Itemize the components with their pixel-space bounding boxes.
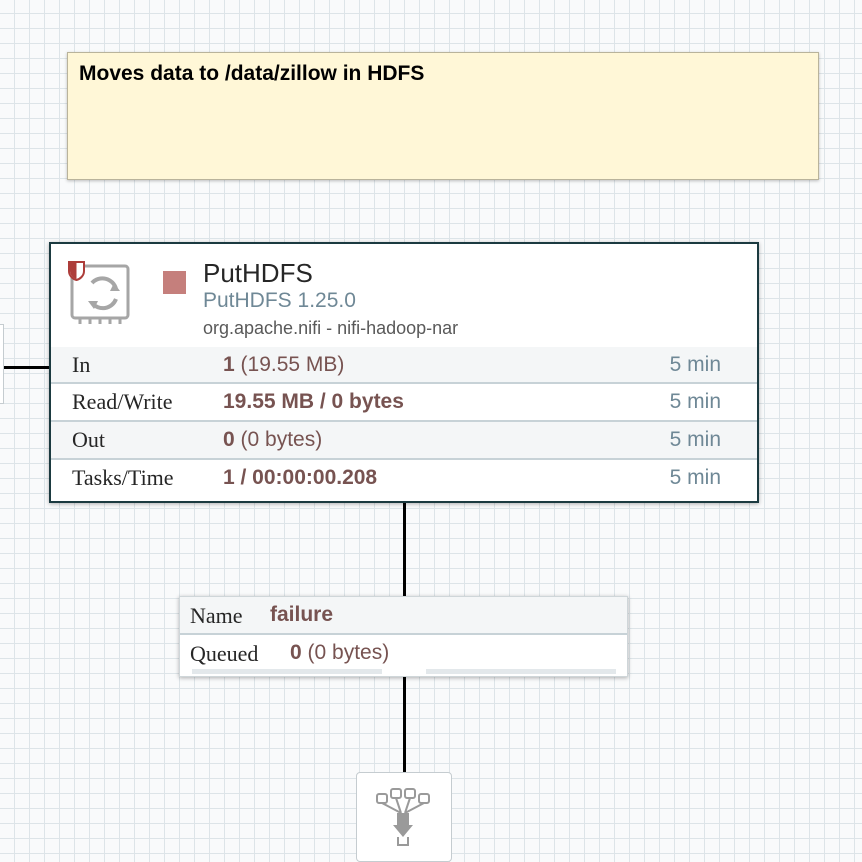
- backpressure-object-bar: [192, 669, 382, 674]
- stat-label: Tasks/Time: [72, 465, 174, 490]
- stat-value: 1 / 00:00:00.208: [223, 466, 378, 489]
- connection-name-key: Name: [190, 603, 243, 628]
- stat-row-read-write: Read/Write 19.55 MB / 0 bytes 5 min: [51, 382, 757, 420]
- stat-time: 5 min: [669, 353, 721, 376]
- connection-label-failure[interactable]: Name failure Queued 0 (0 bytes): [179, 596, 628, 677]
- stat-row-in: In 1 (19.55 MB) 5 min: [51, 346, 757, 382]
- restricted-shield-icon: [68, 261, 85, 281]
- processor-puthdfs[interactable]: PutHDFS PutHDFS 1.25.0 org.apache.nifi -…: [49, 242, 759, 503]
- offscreen-component[interactable]: [0, 324, 4, 404]
- stat-row-out: Out 0 (0 bytes) 5 min: [51, 420, 757, 458]
- connection-line-bottom[interactable]: [403, 677, 406, 773]
- processor-name: PutHDFS: [203, 258, 313, 288]
- stat-row-tasks-time: Tasks/Time 1 / 00:00:00.208 5 min: [51, 458, 757, 496]
- funnel-icon: [376, 788, 430, 846]
- connection-queued-key: Queued: [190, 641, 259, 666]
- connection-line-top[interactable]: [403, 503, 406, 596]
- stat-value: 19.55 MB / 0 bytes: [223, 390, 404, 413]
- stat-value: 1 (19.55 MB): [223, 353, 345, 376]
- stat-value: 0 (0 bytes): [223, 428, 323, 451]
- canvas-label[interactable]: Moves data to /data/zillow in HDFS: [67, 52, 819, 180]
- processor-stats: In 1 (19.55 MB) 5 min Read/Write 19.55 M…: [51, 346, 757, 496]
- stat-time: 5 min: [669, 466, 721, 489]
- stat-label: In: [72, 352, 91, 377]
- stat-label: Read/Write: [72, 389, 173, 414]
- funnel[interactable]: [356, 772, 452, 862]
- label-text: Moves data to /data/zillow in HDFS: [79, 62, 425, 85]
- connection-queued-value: 0 (0 bytes): [290, 641, 390, 664]
- processor-type: PutHDFS 1.25.0: [203, 289, 356, 312]
- backpressure-size-bar: [426, 669, 616, 674]
- processor-bundle: org.apache.nifi - nifi-hadoop-nar: [203, 318, 459, 338]
- connection-name-row: Name failure: [180, 597, 627, 635]
- stat-time: 5 min: [669, 390, 721, 413]
- stat-label: Out: [72, 427, 105, 452]
- connection-name-value: failure: [270, 603, 334, 626]
- connection-line-left[interactable]: [0, 366, 50, 369]
- stat-time: 5 min: [669, 428, 721, 451]
- stopped-state-icon: [163, 271, 186, 294]
- processor-icon: [70, 264, 130, 324]
